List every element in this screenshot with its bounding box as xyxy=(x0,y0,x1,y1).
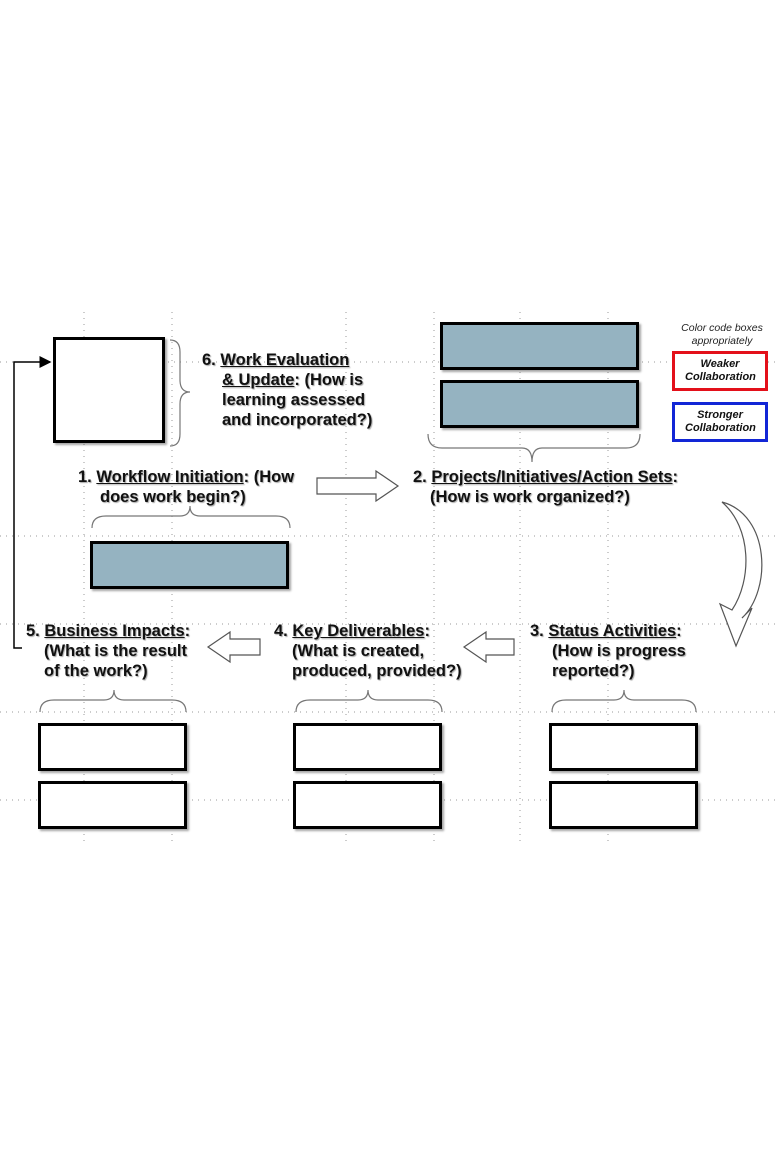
brace-step-5 xyxy=(39,689,187,713)
step-5-label: 5. Business Impacts: (What is the result… xyxy=(26,621,190,681)
step-2-title: Projects/Initiatives/Action Sets xyxy=(431,468,673,486)
brace-step-3 xyxy=(551,689,697,713)
step-5-box-1 xyxy=(38,723,187,771)
step-3-number: 3. xyxy=(530,622,544,640)
step-4-title: Key Deliverables xyxy=(292,622,425,640)
legend-note: Color code boxes appropriately xyxy=(681,322,763,347)
step-2-box-1 xyxy=(440,322,639,370)
step-1-number: 1. xyxy=(78,468,92,486)
step-3-line3: reported?) xyxy=(552,662,635,680)
step-3-box-2 xyxy=(549,781,698,829)
step-3-title: Status Activities xyxy=(548,622,677,640)
step-5-line2: (What is the result xyxy=(44,642,188,660)
step-4-line2: (What is created, xyxy=(292,642,425,660)
step-4-box-2 xyxy=(293,781,442,829)
brace-step-2 xyxy=(427,433,641,463)
step-3-box-1 xyxy=(549,723,698,771)
step-4-line3: produced, provided?) xyxy=(292,662,462,680)
step-1-box xyxy=(90,541,289,589)
legend-weaker: Weaker Collaboration xyxy=(672,351,768,391)
step-3-rest: : xyxy=(676,622,682,640)
brace-step-1 xyxy=(91,505,291,529)
step-4-label: 4. Key Deliverables: (What is created, p… xyxy=(274,621,462,681)
legend-stronger-label: Stronger Collaboration xyxy=(685,409,756,434)
step-5-number: 5. xyxy=(26,622,40,640)
brace-step-6 xyxy=(169,339,191,447)
step-2-box-2 xyxy=(440,380,639,428)
step-6-line3: learning assessed xyxy=(222,391,366,409)
step-2-label: 2. Projects/Initiatives/Action Sets: (Ho… xyxy=(413,467,678,507)
step-6-title-line1: Work Evaluation xyxy=(220,351,350,369)
legend-stronger: Stronger Collaboration xyxy=(672,402,768,442)
step-1-rest: : (How xyxy=(243,468,295,486)
step-1-title: Workflow Initiation xyxy=(96,468,244,486)
step-6-label: 6. Work Evaluation & Update: (How is lea… xyxy=(202,350,372,430)
arrow-1-to-2 xyxy=(316,469,400,503)
arrow-3-to-4 xyxy=(462,630,515,664)
step-2-rest: : xyxy=(672,468,679,486)
step-6-title-line2: & Update xyxy=(222,371,295,389)
step-3-label: 3. Status Activities: (How is progress r… xyxy=(530,621,686,681)
step-6-box xyxy=(53,337,165,443)
step-2-line2: (How is work organized?) xyxy=(430,488,630,506)
curved-arrow-2-to-3 xyxy=(718,501,763,648)
step-5-rest: : xyxy=(184,622,191,640)
step-5-title: Business Impacts xyxy=(44,622,185,640)
step-6-number: 6. xyxy=(202,351,216,369)
step-1-label: 1. Workflow Initiation: (How does work b… xyxy=(78,467,294,507)
step-5-line3: of the work?) xyxy=(44,662,148,680)
step-6-line4: and incorporated?) xyxy=(222,411,373,429)
step-4-number: 4. xyxy=(274,622,288,640)
arrow-4-to-5 xyxy=(206,630,261,664)
step-1-line2: does work begin?) xyxy=(100,488,246,506)
legend-weaker-label: Weaker Collaboration xyxy=(685,358,756,383)
step-2-number: 2. xyxy=(413,468,427,486)
step-5-box-2 xyxy=(38,781,187,829)
step-4-rest: : xyxy=(424,622,430,640)
step-4-box-1 xyxy=(293,723,442,771)
step-3-line2: (How is progress xyxy=(552,642,686,660)
feedback-connector xyxy=(13,356,52,649)
step-6-rest: : (How is xyxy=(294,371,364,389)
brace-step-4 xyxy=(295,689,443,713)
